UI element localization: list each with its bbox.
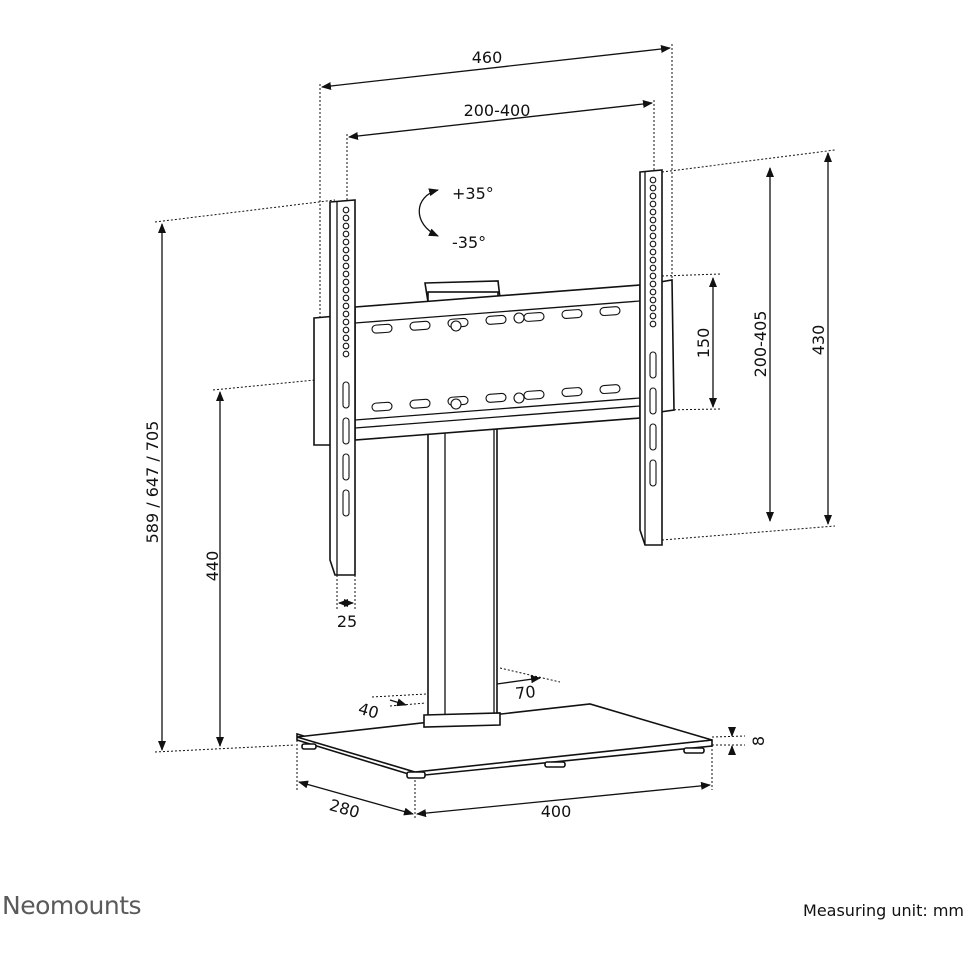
bracket-hole	[649, 288, 657, 296]
dim-base-width: 400	[541, 802, 572, 821]
crossbar-slot	[561, 387, 583, 397]
bracket-slot	[649, 459, 657, 487]
bracket-hole	[342, 342, 350, 350]
rotation-plus-label: +35°	[452, 184, 494, 203]
crossbar-slot	[599, 306, 621, 317]
dim-bar-height: 150	[694, 328, 713, 359]
crossbar-slot	[371, 401, 393, 412]
bracket-hole	[342, 270, 350, 278]
bracket-slot	[649, 423, 657, 451]
dim-vesa-width: 200-400	[464, 101, 531, 120]
crossbar-slot	[485, 314, 507, 325]
crossbar-slot	[409, 398, 431, 409]
bracket-hole	[342, 334, 350, 342]
dim-overall-width: 460	[472, 48, 503, 67]
measuring-unit-note: Measuring unit: mm	[803, 901, 964, 920]
column	[423, 424, 501, 728]
bracket-slot	[649, 351, 657, 379]
right-bracket	[639, 169, 675, 546]
bracket-hole	[342, 238, 350, 246]
bracket-hole	[342, 278, 350, 286]
bracket-hole	[342, 214, 350, 222]
crossbar-slot	[371, 323, 393, 334]
bracket-hole	[649, 296, 657, 304]
bracket-hole	[342, 254, 350, 262]
bracket-hole	[649, 176, 657, 184]
bolt-icon	[450, 320, 462, 332]
dim-base-depth: 280	[327, 795, 362, 822]
dimension-lines	[158, 45, 832, 818]
bracket-hole	[342, 350, 350, 358]
bracket-hole	[342, 286, 350, 294]
bracket-hole	[649, 272, 657, 280]
bracket-hole	[342, 262, 350, 270]
rotation-minus-label: -35°	[452, 233, 486, 252]
dim-base-thickness: 8	[749, 736, 768, 746]
bracket-hole	[649, 208, 657, 216]
dim-vesa-height: 200-405	[751, 311, 770, 378]
bracket-slot	[342, 381, 350, 409]
bracket-slot	[342, 489, 350, 517]
bracket-hole	[342, 206, 350, 214]
crossbar-slot	[409, 320, 431, 331]
bolt-icon	[513, 392, 525, 404]
bracket-hole	[649, 248, 657, 256]
bolt-icon	[450, 398, 462, 410]
bracket-hole	[649, 192, 657, 200]
bracket-hole	[649, 200, 657, 208]
dim-mount-height: 440	[203, 551, 222, 582]
bracket-hole	[649, 264, 657, 272]
bracket-hole	[649, 256, 657, 264]
crossbar-slot	[599, 384, 621, 395]
bracket-hole	[342, 222, 350, 230]
crossbar-slot	[485, 392, 507, 403]
bracket-hole	[342, 294, 350, 302]
bracket-hole	[342, 230, 350, 238]
crossbar-slot	[561, 309, 583, 319]
bracket-hole	[342, 246, 350, 254]
bracket-hole	[649, 232, 657, 240]
bracket-hole	[342, 326, 350, 334]
bracket-slot	[342, 417, 350, 445]
crossbar-slot	[523, 311, 545, 322]
bracket-hole	[649, 184, 657, 192]
bracket-hole	[342, 310, 350, 318]
bracket-slot	[649, 387, 657, 415]
bracket-slot	[342, 453, 350, 481]
dim-total-height: 589 / 647 / 705	[143, 421, 162, 544]
bracket-hole	[649, 240, 657, 248]
dim-column-width: 70	[514, 682, 536, 703]
bracket-hole	[649, 216, 657, 224]
bracket-hole	[649, 224, 657, 232]
bracket-hole	[342, 302, 350, 310]
crossbar-slot	[523, 389, 545, 400]
bolt-icon	[513, 312, 525, 324]
bracket-hole	[649, 312, 657, 320]
dim-strip-height: 430	[809, 325, 828, 356]
dim-column-depth: 40	[356, 699, 381, 723]
dim-strip-width: 25	[337, 612, 357, 631]
left-bracket	[313, 199, 356, 576]
bracket-hole	[342, 318, 350, 326]
crossbar	[354, 284, 641, 441]
bracket-hole	[649, 280, 657, 288]
bracket-hole	[649, 304, 657, 312]
bracket-hole	[649, 320, 657, 328]
brand-logo: Neomounts	[2, 891, 142, 920]
